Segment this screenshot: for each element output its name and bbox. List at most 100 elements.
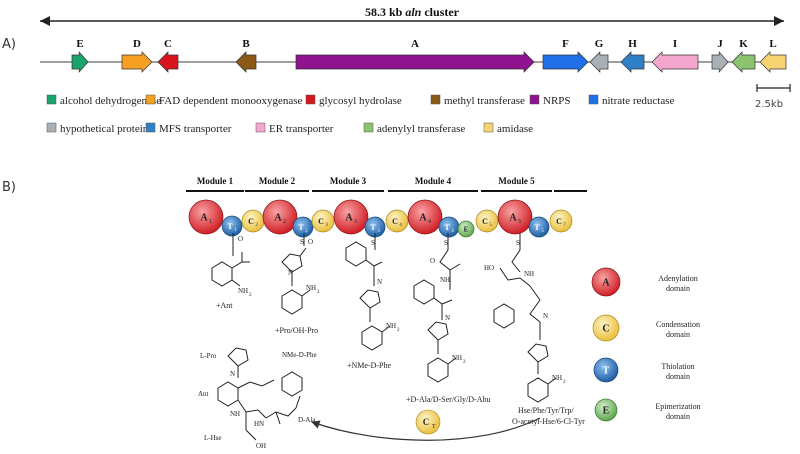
svg-text:O: O [430,257,435,265]
svg-text:domain: domain [666,412,690,421]
svg-text:2: 2 [255,223,258,228]
panel-b-label: B) [2,180,16,195]
svg-text:OH: OH [256,442,266,450]
legend-domain-label: Adenylation [658,274,698,283]
svg-text:NH: NH [238,287,248,295]
gene-arrow-j [711,51,729,73]
svg-text:T: T [370,223,376,232]
svg-text:T: T [603,366,610,377]
legend-domain-label: Epimerization [655,402,700,411]
svg-text:2: 2 [563,380,566,385]
condensation-domain-6 [311,209,335,233]
gene-label-h: H [628,38,637,50]
legend-swatch [46,122,57,133]
gene-arrow-i [651,51,699,73]
gene-label-k: K [739,38,748,50]
legend-swatch [588,94,599,105]
adenylation-domain-7 [333,199,369,235]
gene-arrow-g [589,51,609,73]
svg-text:1: 1 [209,219,212,225]
legend-swatch [145,122,156,133]
legend-swatch [46,94,57,105]
legend-swatch [145,94,156,105]
svg-text:E: E [464,225,469,233]
scale-bar [756,84,791,92]
legend-label: glycosyl hydrolase [319,95,402,107]
legend-swatch [430,94,441,105]
svg-text:HO: HO [484,264,494,272]
cluster-title: 58.3 kb aln cluster [365,5,460,19]
legend-condensation-circle [592,314,620,342]
svg-text:C: C [318,217,324,226]
gene-arrow-d [121,51,153,73]
svg-text:T: T [298,223,304,232]
svg-text:A: A [419,213,427,224]
svg-text:2: 2 [249,293,252,298]
svg-text:HN: HN [254,420,264,428]
legend-domain-label: Thiolation [661,362,694,371]
legend-label: amidase [497,123,533,135]
panel-a-label: A) [2,37,16,52]
legend-thiolation-circle [593,357,619,383]
legend-swatch [529,94,540,105]
product-label-phe: NMe-D-Phe [282,351,317,359]
module-header-1: Module 1 [197,176,234,186]
svg-text:N: N [543,312,548,320]
gene-label-i: I [673,38,677,50]
svg-text:N: N [445,314,450,322]
legend-label: ER transporter [269,123,334,135]
cluster-span-arrow [40,16,784,26]
substrate-module-4: +D-Ala/D-Ser/Gly/D-Abu [406,395,491,404]
svg-text:7: 7 [563,223,566,228]
substrate-module-5-line1: Hse/Phe/Tyr/Trp/ [518,406,574,415]
svg-text:O: O [238,235,243,243]
svg-text:E: E [603,406,610,417]
svg-text:C: C [556,217,562,226]
condensation-domain-9 [385,209,409,233]
cyclic-product-structure [217,347,303,441]
gene-arrow-b [235,51,257,73]
condensation-domain-16 [549,209,573,233]
module-header-3: Module 3 [330,176,367,186]
atom-labels: O NH2 S O N NH2 S N NH2 S O NH N NH2 S H… [238,235,566,385]
svg-text:C: C [602,324,609,335]
legend-swatch [483,122,494,133]
svg-text:S: S [371,239,375,247]
substrate-module-3: +NMe-D-Phe [347,361,392,370]
gene-arrow-e [71,51,89,73]
gene-label-g: G [595,38,604,50]
legend-label: FAD dependent monooxygenase [159,95,302,107]
svg-text:NH: NH [552,374,562,382]
legend-epimerization-circle [594,398,618,422]
svg-text:2: 2 [463,360,466,365]
legend-swatch [305,94,316,105]
legend-label: nitrate reductase [602,95,674,107]
svg-text:1: 1 [234,228,237,233]
svg-text:5: 5 [489,223,492,228]
svg-text:S: S [516,239,520,247]
gene-label-b: B [242,38,250,50]
svg-text:C: C [423,417,430,427]
svg-text:3: 3 [354,219,357,225]
svg-text:4: 4 [428,219,431,225]
gene-arrow-l [759,51,787,73]
svg-text:C: C [392,217,398,226]
svg-text:C: C [248,217,254,226]
product-atom-labels: N NH HN OH [230,370,266,450]
adenylation-domain-14 [497,199,533,235]
gene-label-f: F [562,38,569,50]
gene-arrow-f [542,51,589,73]
legend-label: MFS transporter [159,123,232,135]
adenylation-domain-1 [188,199,224,235]
thiolation-domain-2 [221,215,243,237]
svg-text:T: T [534,223,540,232]
module-header-4: Module 4 [415,176,452,186]
svg-text:NH: NH [230,410,240,418]
module-header-5: Module 5 [498,176,535,186]
legend-label: hypothetical protein [60,123,149,135]
gene-label-d: D [133,38,141,50]
svg-text:T: T [432,424,436,430]
